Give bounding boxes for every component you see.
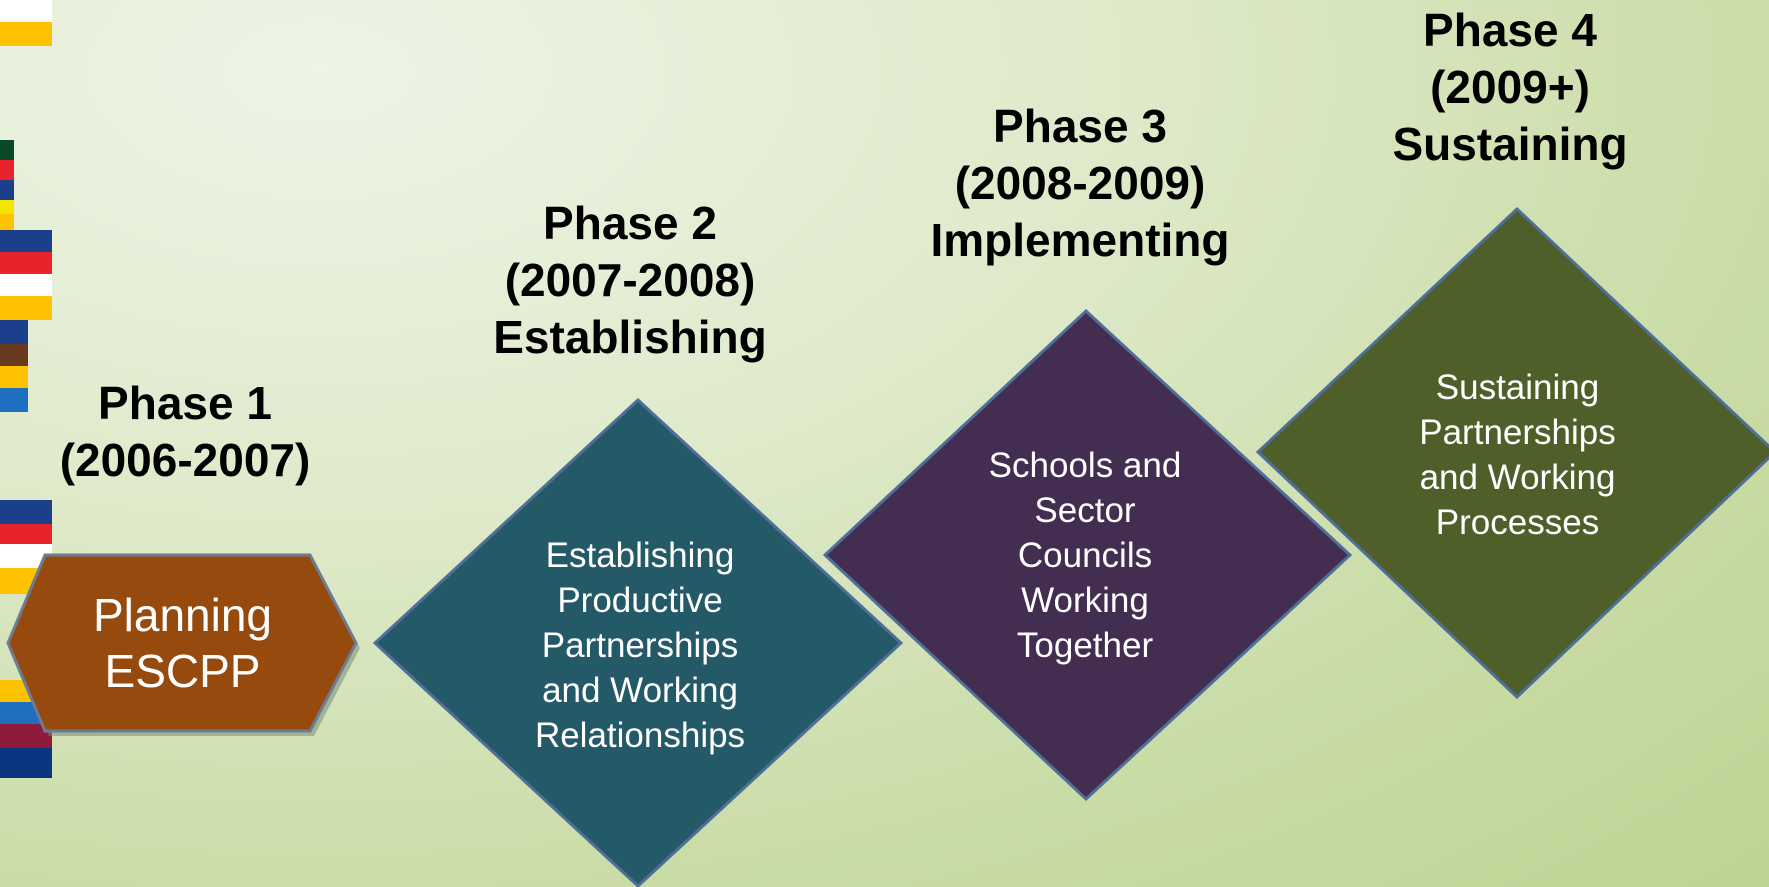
phase-1-years: (2006-2007) bbox=[59, 434, 311, 486]
flag-stripe bbox=[0, 274, 52, 296]
phase-4-label-line-4: Processes bbox=[1435, 503, 1600, 542]
phase-4-years: (2009+) bbox=[1430, 61, 1590, 113]
phase-1-title: Phase 1 bbox=[98, 377, 272, 429]
phase-4-name: Sustaining bbox=[1392, 118, 1628, 170]
phase-4-label-line-1: Sustaining bbox=[1435, 368, 1600, 407]
flag-stripe bbox=[0, 160, 14, 180]
flag-stripe bbox=[0, 140, 14, 160]
phase-4-diamond bbox=[1255, 206, 1769, 700]
phase-2-diamond bbox=[372, 397, 904, 887]
phase-3-name: Implementing bbox=[930, 214, 1230, 266]
phase-3-title: Phase 3 bbox=[993, 100, 1167, 152]
phase-3-shape-fill bbox=[822, 308, 1353, 802]
flag-stripe bbox=[0, 230, 52, 252]
phase-3-label: Schools and Sector Councils Working Toge… bbox=[950, 430, 1220, 680]
phase-3-label-line-3: Councils bbox=[1017, 535, 1153, 575]
phase-3-label-line-5: Together bbox=[1016, 625, 1154, 665]
phase-3-label-line-4: Working bbox=[1021, 580, 1149, 620]
flag-stripe bbox=[0, 214, 14, 230]
flag-stripe bbox=[0, 524, 52, 544]
phase-1-shape-fill bbox=[6, 553, 358, 733]
phase-4-label-line-3: and Working bbox=[1419, 458, 1616, 497]
flag-stripe bbox=[0, 0, 52, 22]
phase-3-diamond bbox=[822, 308, 1353, 802]
phase-1-label-line-2: ESCPP bbox=[104, 645, 261, 697]
phase-2-name: Establishing bbox=[493, 311, 767, 363]
phase-1-hexagon bbox=[6, 553, 360, 736]
phase-2-label: Establishing Productive Partnerships and… bbox=[500, 520, 780, 770]
phase-4-label-line-2: Partnerships bbox=[1419, 413, 1616, 452]
phase-1-label: Planning ESCPP bbox=[10, 555, 355, 731]
flag-stripe bbox=[0, 320, 28, 344]
phase-3-label-line-2: Sector bbox=[1034, 490, 1136, 530]
flag-stripe bbox=[0, 500, 52, 524]
phase-3-label-line-1: Schools and bbox=[988, 445, 1182, 485]
phase-2-label-line-2: Productive bbox=[557, 580, 723, 620]
flag-stripe bbox=[0, 366, 28, 388]
phase-2-label-line-5: Relationships bbox=[534, 715, 746, 755]
phase-4-heading: Phase 4 (2009+) Sustaining bbox=[1360, 2, 1660, 173]
phase-3-years: (2008-2009) bbox=[954, 157, 1206, 209]
flag-stripe bbox=[0, 748, 52, 778]
phase-1-label-line-1: Planning bbox=[92, 589, 273, 641]
phase-2-heading: Phase 2 (2007-2008) Establishing bbox=[465, 195, 795, 366]
flag-stripe bbox=[0, 344, 28, 366]
phase-2-shape-fill bbox=[372, 397, 904, 887]
phase-4-shape-fill bbox=[1255, 206, 1769, 700]
flag-stripe bbox=[0, 388, 28, 412]
phase-2-title: Phase 2 bbox=[543, 197, 717, 249]
phase-3-heading: Phase 3 (2008-2009) Implementing bbox=[920, 98, 1240, 269]
phase-1-heading: Phase 1 (2006-2007) bbox=[35, 375, 335, 489]
phase-2-label-line-3: Partnerships bbox=[541, 625, 739, 665]
phase-2-label-line-4: and Working bbox=[542, 670, 738, 710]
flag-stripe bbox=[0, 200, 14, 214]
phase-4-label: Sustaining Partnerships and Working Proc… bbox=[1390, 355, 1645, 555]
phase-4-title: Phase 4 bbox=[1423, 4, 1597, 56]
phase-2-years: (2007-2008) bbox=[504, 254, 756, 306]
flag-stripe bbox=[0, 22, 52, 46]
phase-2-label-line-1: Establishing bbox=[545, 535, 735, 575]
flag-stripe bbox=[0, 296, 52, 320]
flag-stripe bbox=[0, 252, 52, 274]
flag-stripe bbox=[0, 180, 14, 200]
